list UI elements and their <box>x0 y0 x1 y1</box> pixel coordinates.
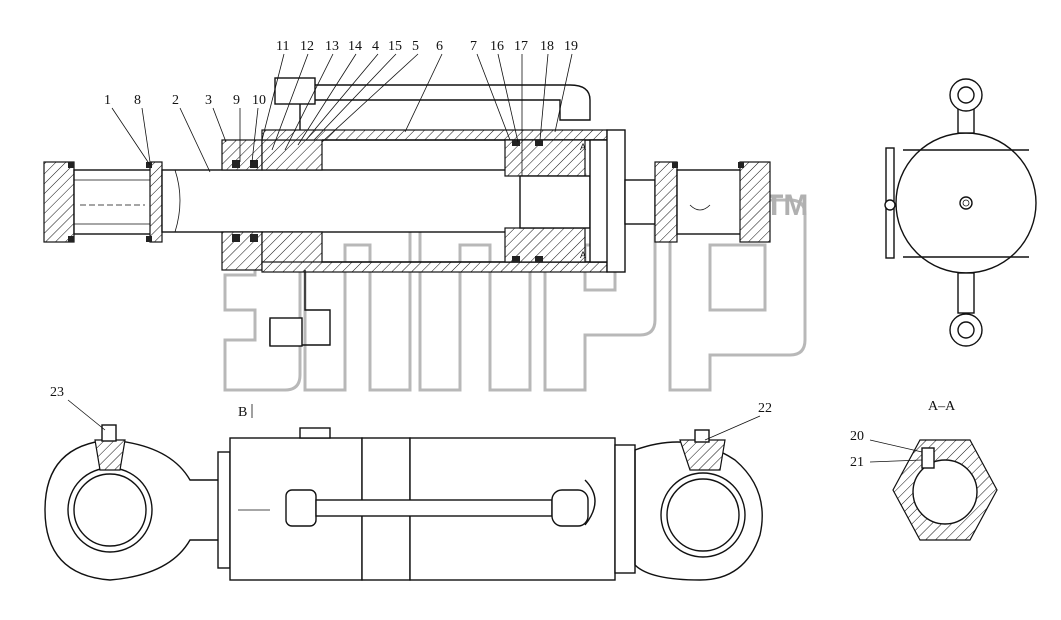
callout-16: 16 <box>490 39 504 54</box>
grease-boss-right <box>679 439 726 471</box>
callout-17: 17 <box>514 39 528 54</box>
section-label: A–A <box>928 399 956 414</box>
sectional-view: A A <box>43 77 771 347</box>
pipe-end-right <box>551 489 589 527</box>
callout-21: 21 <box>850 455 864 470</box>
callout-20: 20 <box>850 429 864 444</box>
callout-13: 13 <box>325 39 339 54</box>
view-marker-b: B <box>238 405 247 420</box>
external-view: B 23 22 <box>44 385 772 581</box>
callout-8: 8 <box>134 93 141 108</box>
callout-3: 3 <box>205 93 212 108</box>
section-a-a: A–A 20 21 <box>850 399 998 541</box>
callout-14: 14 <box>348 39 362 54</box>
callout-9: 9 <box>233 93 240 108</box>
callout-15: 15 <box>388 39 402 54</box>
cylinder-tube-bottom <box>261 261 608 273</box>
grease-nipple-right <box>694 429 710 443</box>
rear-eye-right-wall <box>739 161 771 243</box>
rod-eye-left-wall <box>43 161 75 243</box>
callouts: 1 8 2 3 9 10 11 12 13 14 4 15 5 6 7 16 1… <box>104 39 578 176</box>
section-mark-bottom: A <box>580 250 586 260</box>
left-eye-outline <box>44 439 231 581</box>
callout-23: 23 <box>50 385 64 400</box>
rear-eye-left-wall <box>654 161 678 243</box>
section-mark-top: A <box>580 142 586 152</box>
piston-rod <box>161 169 523 233</box>
grease-nipple-left <box>101 424 117 442</box>
callout-22: 22 <box>758 401 772 416</box>
pipe-fitting-bottom <box>269 317 303 347</box>
rear-eye-bore <box>676 169 744 235</box>
rod-eye-right-wall <box>149 161 163 243</box>
piston-bottom <box>504 227 586 263</box>
end-view <box>884 78 1037 347</box>
callout-10: 10 <box>252 93 266 108</box>
external-pipe <box>315 499 553 517</box>
callout-2: 2 <box>172 93 179 108</box>
guide-bottom <box>261 231 323 265</box>
callout-18: 18 <box>540 39 554 54</box>
piston-nut <box>519 175 591 229</box>
callout-19: 19 <box>564 39 578 54</box>
callout-4: 4 <box>372 39 379 54</box>
guide-top <box>261 139 323 171</box>
callout-11: 11 <box>276 39 289 54</box>
end-flange <box>606 129 626 273</box>
grease-boss-left <box>94 439 126 471</box>
callout-7: 7 <box>470 39 477 54</box>
pipe-fitting-top <box>274 77 316 105</box>
callout-6: 6 <box>436 39 443 54</box>
callout-12: 12 <box>300 39 314 54</box>
section-grease-hole <box>921 447 935 469</box>
callout-1: 1 <box>104 93 111 108</box>
pipe-end-left <box>285 489 317 527</box>
section-bore <box>912 459 978 525</box>
callout-5: 5 <box>412 39 419 54</box>
trademark-mark: TM <box>765 189 808 222</box>
